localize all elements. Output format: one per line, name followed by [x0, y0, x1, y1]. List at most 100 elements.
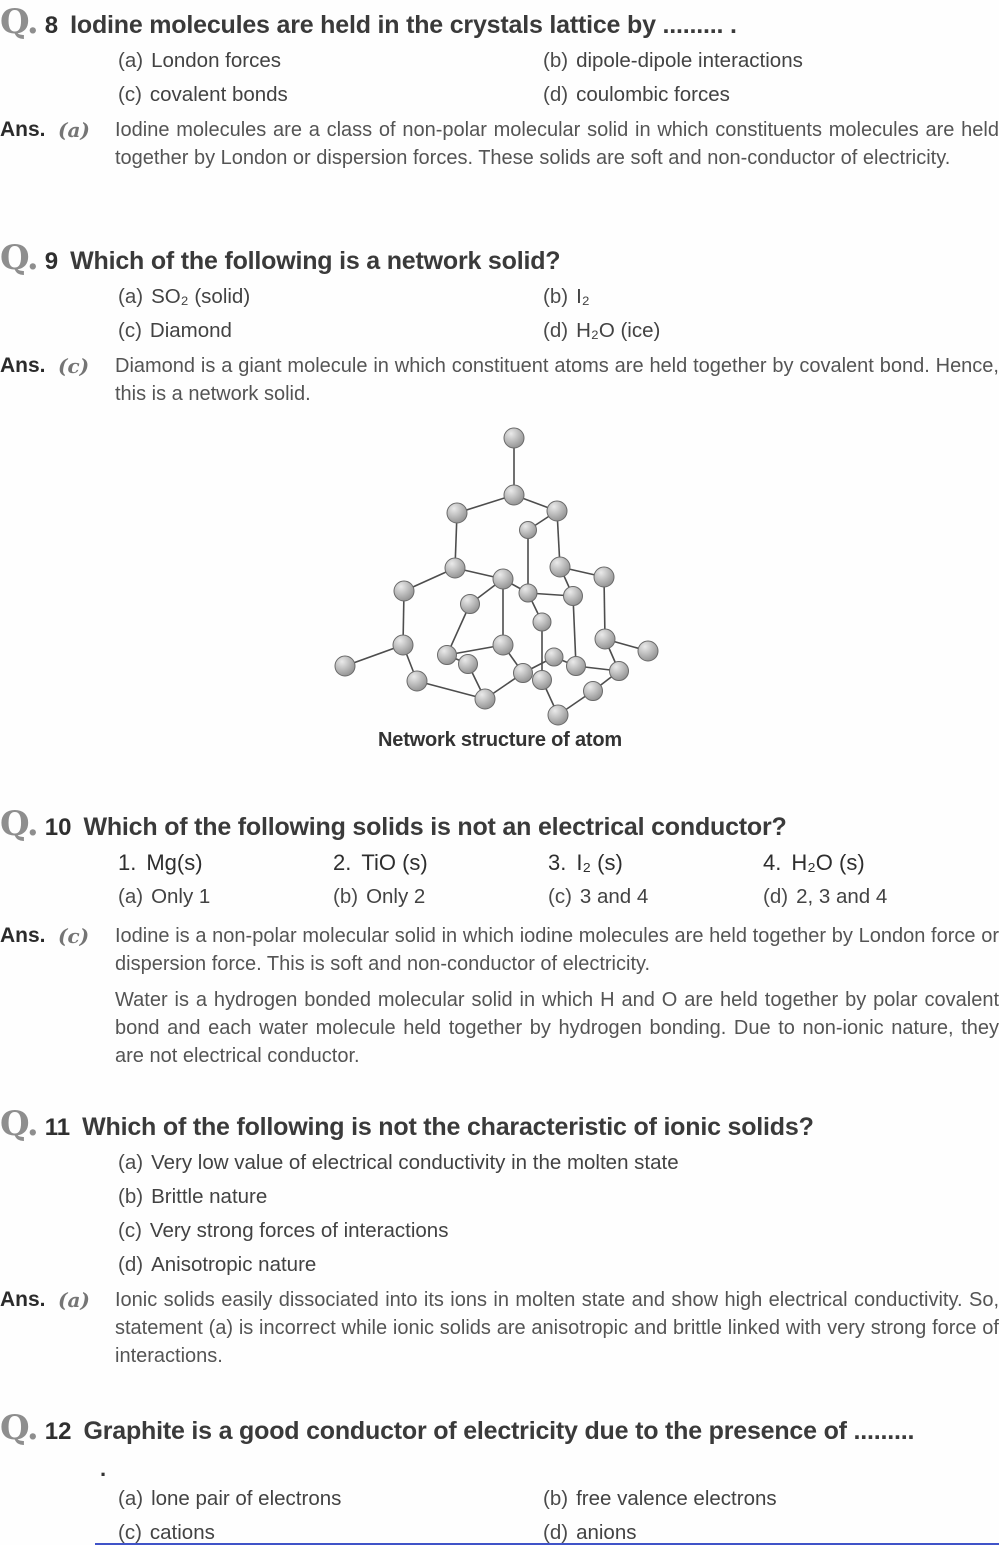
item-text: I₂ (s): [576, 850, 623, 875]
question-header: Q. 11 Which of the following is not the …: [0, 1106, 999, 1144]
option-b: (b)Only 2: [333, 886, 548, 908]
question-header: Q. 10 Which of the following solids is n…: [0, 806, 999, 844]
option-text: London forces: [151, 49, 281, 72]
option-a: (a) SO₂ (solid): [118, 286, 543, 308]
option-text: Only 1: [151, 885, 211, 908]
option-label: (b): [543, 1487, 569, 1510]
option-b: (b) free valence electrons: [543, 1488, 999, 1510]
option-label: (d): [543, 1521, 569, 1544]
answer-paragraph: Diamond is a giant molecule in which con…: [115, 355, 999, 405]
option-text: Very low value of electrical conductivit…: [151, 1151, 679, 1174]
option-text: 2, 3 and 4: [796, 885, 888, 908]
atom-nodes: [334, 427, 659, 726]
option-d: (d) anions: [543, 1522, 999, 1544]
option-text: 3 and 4: [579, 885, 649, 908]
q-badge: Q.: [0, 1104, 39, 1144]
answer-choice: (a): [58, 118, 90, 142]
option-label: (a): [118, 1487, 144, 1510]
question-block-q9: Q. 9 Which of the following is a network…: [0, 240, 999, 408]
q-badge: Q.: [0, 238, 39, 278]
question-header: Q. 8 Iodine molecules are held in the cr…: [0, 4, 999, 42]
question-text: Graphite is a good conductor of electric…: [83, 1417, 915, 1445]
option-label: (d): [543, 83, 569, 106]
options-grid: (a)SO₂ (solid) (b)I₂ (c)Diamond (d)H₂O (…: [118, 286, 999, 342]
option-label: (a): [118, 285, 144, 308]
question-block-q11: Q. 11 Which of the following is not the …: [0, 1106, 999, 1370]
option-c: (c) 3 and 4: [548, 886, 763, 908]
options-grid: (a) Very low value of electrical conducti…: [118, 1152, 999, 1276]
option-text: Diamond: [149, 319, 232, 342]
option-label: (c): [548, 885, 572, 908]
option-label: (d): [763, 885, 789, 908]
question-number: 10: [44, 814, 72, 841]
item-label: 2.: [333, 850, 352, 875]
item-2: 2. TiO (s): [333, 850, 548, 876]
option-c: (c)cations: [118, 1522, 543, 1544]
question-text: Which of the following is a network soli…: [70, 247, 561, 275]
option-d: (d) coulombic forces: [543, 84, 999, 106]
item-text: H₂O (s): [791, 850, 865, 875]
option-text: SO₂ (solid): [151, 285, 251, 308]
answer-paragraph: Water is a hydrogen bonded molecular sol…: [115, 989, 999, 1067]
option-label: (d): [118, 1253, 144, 1276]
q-badge: Q.: [0, 804, 39, 844]
option-text: H₂O (ice): [576, 319, 661, 342]
option-label: (a): [118, 49, 144, 72]
option-text: covalent bonds: [149, 83, 288, 106]
answer-paragraph: Ionic solids easily dissociated into its…: [115, 1289, 999, 1367]
question-block-q10: Q. 10 Which of the following solids is n…: [0, 806, 999, 1070]
options-grid: (a)lone pair of electrons (b) free valenc…: [118, 1488, 999, 1544]
option-label: (a): [118, 885, 144, 908]
option-b: (b) Brittle nature: [118, 1186, 999, 1208]
option-a: (a) London forces: [118, 50, 543, 72]
option-text: Very strong forces of interactions: [149, 1219, 449, 1242]
item-1: 1.Mg(s): [118, 850, 333, 876]
diamond-lattice-diagram: [334, 427, 659, 726]
options-grid: (a)London forces (b)dipole-dipole intera…: [118, 50, 999, 106]
question-header: Q. 12 Graphite is a good conductor of el…: [0, 1410, 999, 1448]
option-d: (d)Anisotropic nature: [118, 1254, 999, 1276]
answer-body: Iodine molecules are a class of non-pola…: [115, 116, 999, 172]
answer-body: Ionic solids easily dissociated into its…: [115, 1286, 999, 1370]
answer-label: Ans.: [0, 354, 46, 377]
item-3: 3. I₂ (s): [548, 850, 763, 876]
option-label: (c): [118, 319, 142, 342]
option-text: Brittle nature: [151, 1185, 268, 1208]
item-label: 1.: [118, 850, 137, 875]
option-label: (a): [118, 1151, 144, 1174]
answer-row: Ans. (a) Iodine molecules are a class of…: [0, 116, 999, 172]
option-text: cations: [149, 1521, 215, 1544]
answer-row: Ans. (a) Ionic solids easily dissociated…: [0, 1286, 999, 1370]
answer-paragraph: Iodine molecules are a class of non-pola…: [115, 119, 999, 169]
option-label: (b): [333, 885, 359, 908]
answer-label: Ans.: [0, 924, 46, 947]
question-block-q8: Q. 8 Iodine molecules are held in the cr…: [0, 4, 999, 172]
question-block-q12: Q. 12 Graphite is a good conductor of el…: [0, 1410, 999, 1544]
question-number: 8: [44, 12, 59, 39]
option-label: (b): [118, 1185, 144, 1208]
option-text: coulombic forces: [576, 83, 730, 106]
option-a: (a)lone pair of electrons: [118, 1488, 543, 1510]
option-a: (a) Only 1: [118, 886, 333, 908]
answer-choice: (c): [58, 354, 90, 378]
answer-body: Diamond is a giant molecule in which con…: [115, 352, 999, 408]
option-label: (b): [543, 285, 569, 308]
option-label: (d): [543, 319, 569, 342]
item-text: TiO (s): [361, 850, 428, 875]
option-label: (c): [118, 83, 142, 106]
q-badge: Q.: [0, 1408, 39, 1448]
question-text: Which of the following solids is not an …: [83, 813, 787, 841]
option-a: (a) Very low value of electrical conducti…: [118, 1152, 999, 1174]
option-text: anions: [576, 1521, 637, 1544]
question-number: 9: [44, 248, 59, 275]
option-text: free valence electrons: [576, 1487, 777, 1510]
question-continuation-dot: .: [100, 1456, 107, 1481]
option-text: dipole-dipole interactions: [576, 49, 803, 72]
question-number: 11: [44, 1114, 71, 1141]
answer-paragraph: Iodine is a non-polar molecular solid in…: [115, 925, 999, 975]
item-label: 3.: [548, 850, 567, 875]
question-text: Iodine molecules are held in the crystal…: [70, 11, 737, 39]
answer-body: Iodine is a non-polar molecular solid in…: [115, 922, 999, 1070]
answer-choice: (c): [58, 924, 90, 948]
